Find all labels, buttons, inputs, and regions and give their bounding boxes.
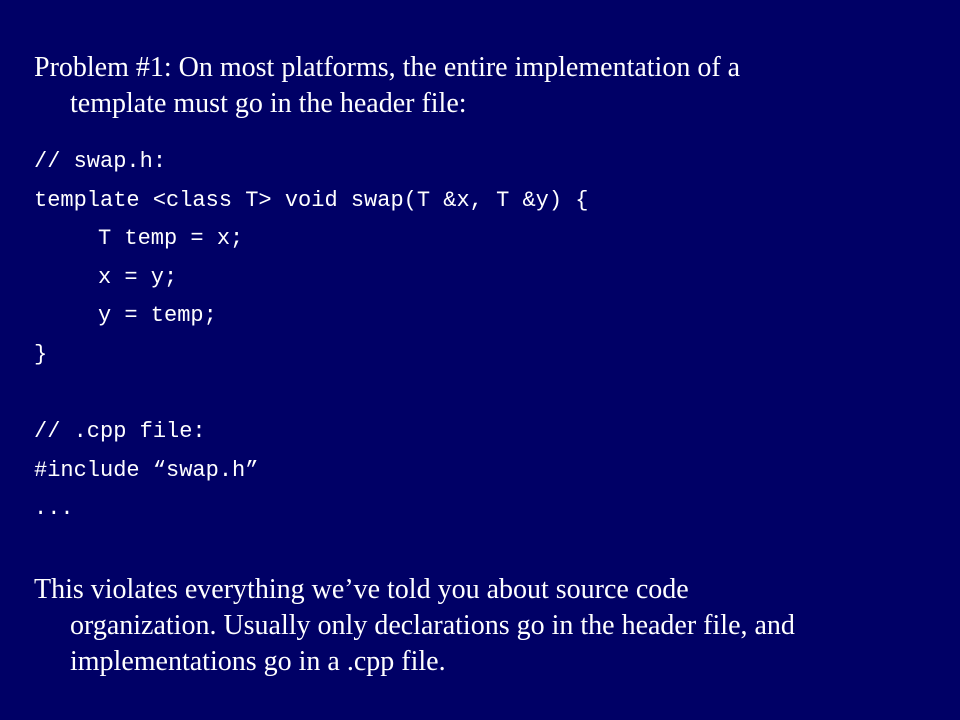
intro-line-1: Problem #1: On most platforms, the entir… [34, 52, 741, 83]
intro-line-2: template must go in the header file: [70, 88, 467, 119]
code-block: // swap.h: template <class T> void swap(… [34, 143, 589, 529]
code-blank-line [34, 375, 589, 414]
code-body-line-2: x = y; [98, 264, 178, 290]
intro-paragraph: Problem #1: On most platforms, the entir… [34, 50, 924, 122]
outro-line-3: implementations go in a .cpp file. [70, 646, 446, 677]
code-include-line: #include “swap.h” [34, 457, 259, 483]
outro-paragraph: This violates everything we’ve told you … [34, 572, 924, 680]
outro-line-2: organization. Usually only declarations … [70, 610, 795, 641]
code-comment-swap-h: // swap.h: [34, 149, 167, 174]
code-ellipsis: ... [34, 496, 74, 522]
code-template-signature: template <class T> void swap(T &x, T &y)… [34, 187, 589, 213]
code-body-line-1: T temp = x; [98, 226, 244, 252]
code-comment-cpp-file: // .cpp file: [34, 419, 206, 445]
code-body-line-3: y = temp; [98, 303, 217, 329]
code-closing-brace: } [34, 341, 48, 367]
outro-line-1: This violates everything we’ve told you … [34, 574, 689, 605]
